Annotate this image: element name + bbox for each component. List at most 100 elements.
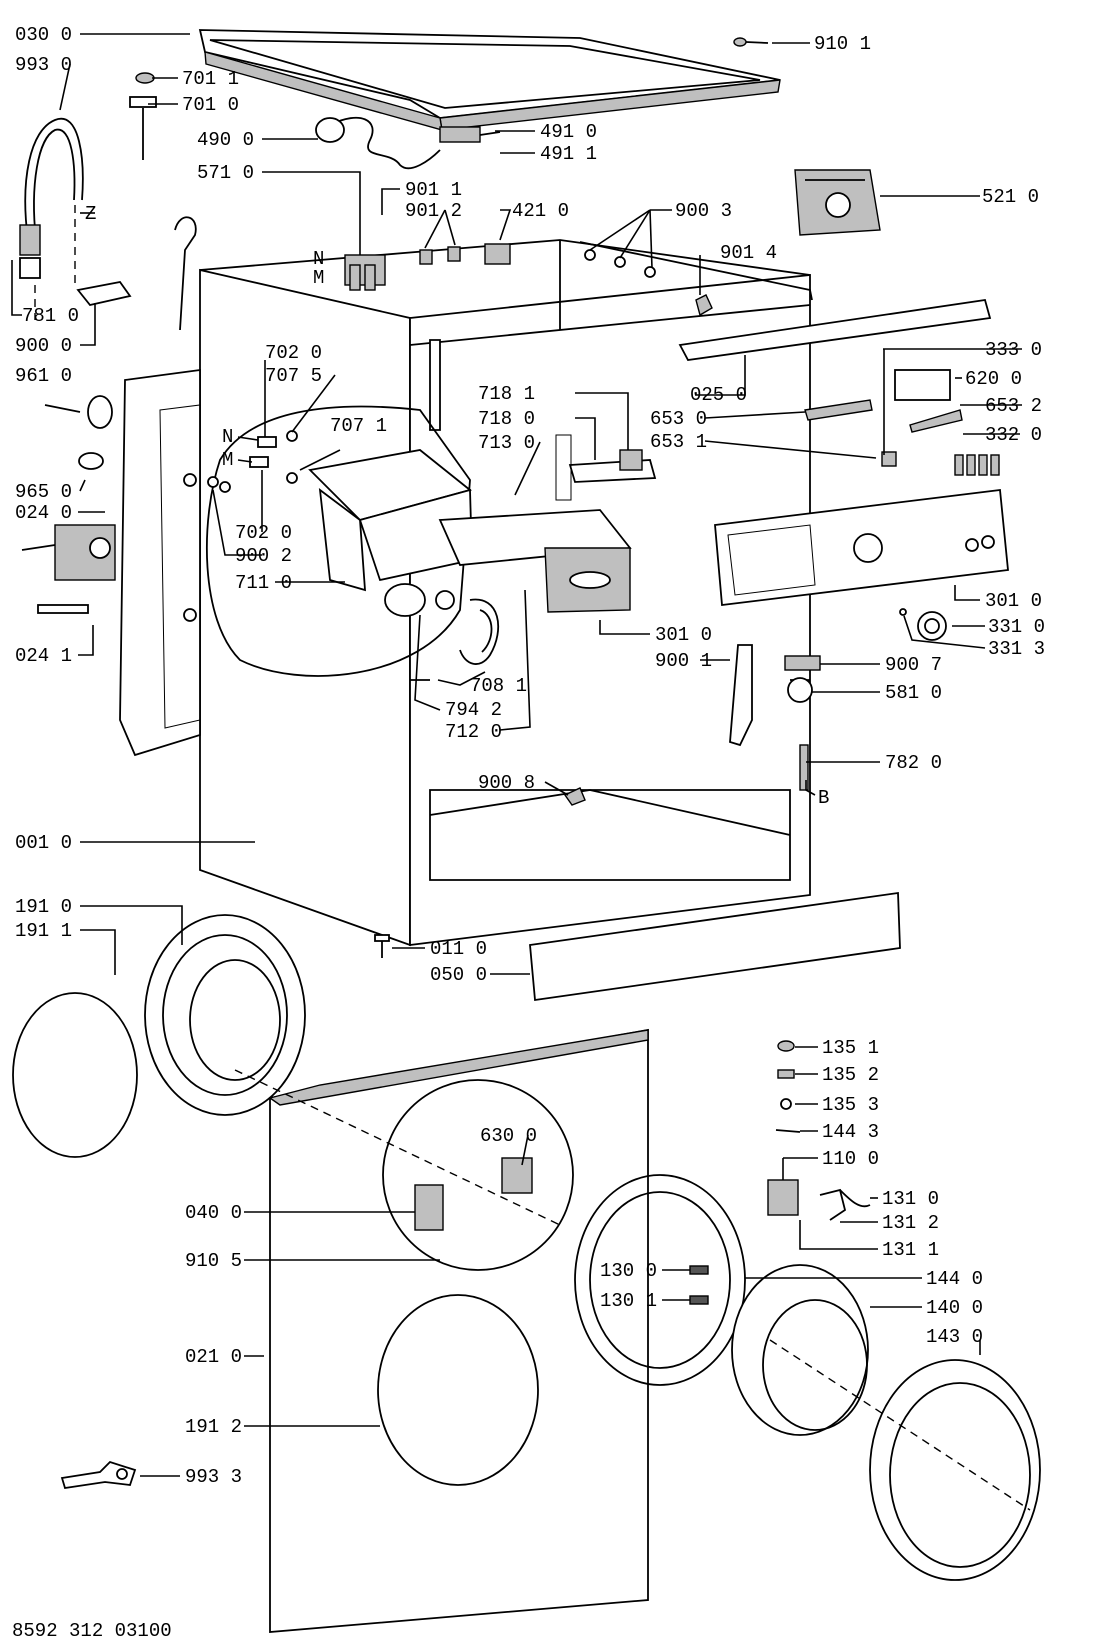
label-490-0: 490 0 (197, 129, 254, 151)
label-901-4: 901 4 (720, 242, 777, 264)
label-131-1: 131 1 (882, 1239, 939, 1261)
label-713-0: 713 0 (478, 432, 535, 454)
label-024-0: 024 0 (15, 502, 72, 524)
label-331-3: 331 3 (988, 638, 1045, 660)
drawing-number: 8592 312 03100 (12, 1620, 172, 1642)
label-144-3: 144 3 (822, 1121, 879, 1143)
label-653-1: 653 1 (650, 431, 707, 453)
door-glass (731, 1264, 869, 1436)
label-491-0: 491 0 (540, 121, 597, 143)
control-rail (678, 298, 992, 361)
label-782-0: 782 0 (885, 752, 942, 774)
label-653-2: 653 2 (985, 395, 1042, 417)
label-332-0: 332 0 (985, 424, 1042, 446)
door-frame (574, 1174, 746, 1386)
label-491-1: 491 1 (540, 143, 597, 165)
label-130-1: 130 1 (600, 1290, 657, 1312)
label-521-0: 521 0 (982, 186, 1039, 208)
part-drawings (12, 29, 1041, 1633)
key-tool (60, 1460, 137, 1490)
label-135-3: 135 3 (822, 1094, 879, 1116)
label-131-0: 131 0 (882, 1188, 939, 1210)
label-707-1: 707 1 (330, 415, 387, 437)
label-653-0: 653 0 (650, 408, 707, 430)
drain-filter (44, 395, 113, 470)
label-331-0: 331 0 (988, 616, 1045, 638)
label-711-0: 711 0 (235, 572, 292, 594)
label-135-2: 135 2 (822, 1064, 879, 1086)
fixings (419, 243, 713, 317)
label-901-1: 901 1 (405, 179, 462, 201)
label-191-1: 191 1 (15, 920, 72, 942)
leader-lines (11, 33, 1022, 1477)
label-901-2: 901 2 (405, 200, 462, 222)
plinth (529, 891, 901, 1002)
label-794-2: 794 2 (445, 699, 502, 721)
label-131-2: 131 2 (882, 1212, 939, 1234)
outer-door (769, 1339, 1041, 1581)
label-n-top: N (313, 248, 324, 270)
internal-group-outline (205, 405, 471, 677)
label-900-8: 900 8 (478, 772, 535, 794)
label-708-1: 708 1 (470, 675, 527, 697)
dispenser-drawer (438, 434, 657, 613)
control-panel (714, 488, 1009, 607)
part-labels: 030 0 993 0 701 1 701 0 910 1 490 0 491 … (12, 24, 1045, 1642)
plinth-screw (374, 934, 390, 958)
label-900-3: 900 3 (675, 200, 732, 222)
label-001-0: 001 0 (15, 832, 72, 854)
label-961-0: 961 0 (15, 365, 72, 387)
inlet-hose (19, 117, 84, 320)
label-m-top: M (313, 267, 324, 289)
label-144-0: 144 0 (926, 1268, 983, 1290)
door-gasket (12, 914, 306, 1158)
programmer-module (794, 169, 881, 236)
label-301-0-drawer: 301 0 (655, 624, 712, 646)
label-140-0: 140 0 (926, 1297, 983, 1319)
knob (899, 608, 947, 641)
label-135-1: 135 1 (822, 1037, 879, 1059)
label-m-mid: M (222, 449, 233, 471)
label-191-2: 191 2 (185, 1416, 242, 1438)
label-702-0-a: 702 0 (265, 342, 322, 364)
label-781-0: 781 0 (22, 305, 79, 327)
electronics (804, 369, 1000, 476)
top-screw (733, 37, 769, 47)
hinge-parts (767, 1040, 871, 1221)
cord-clamp (439, 126, 501, 143)
label-712-0: 712 0 (445, 721, 502, 743)
hose-bracket (76, 281, 132, 307)
label-707-5: 707 5 (265, 365, 322, 387)
label-024-1: 024 1 (15, 645, 72, 667)
label-333-0: 333 0 (985, 339, 1042, 361)
pump (21, 524, 116, 614)
label-718-1: 718 1 (478, 383, 535, 405)
label-z: Z (85, 203, 96, 225)
valve-knob (129, 72, 157, 160)
label-n-mid: N (222, 426, 233, 448)
label-421-0: 421 0 (512, 200, 569, 222)
label-701-1: 701 1 (182, 68, 239, 90)
label-050-0: 050 0 (430, 964, 487, 986)
bottom-clip (563, 787, 586, 806)
label-130-0: 130 0 (600, 1260, 657, 1282)
label-021-0: 021 0 (185, 1346, 242, 1368)
label-910-5: 910 5 (185, 1250, 242, 1272)
label-110-0: 110 0 (822, 1148, 879, 1170)
label-993-3: 993 3 (185, 1466, 242, 1488)
rear-panel (119, 368, 201, 757)
power-cord (329, 116, 441, 170)
pressure-switch (784, 655, 821, 791)
label-702-0-b: 702 0 (235, 522, 292, 544)
label-993-0: 993 0 (15, 54, 72, 76)
label-910-1: 910 1 (814, 33, 871, 55)
label-011-0: 011 0 (430, 938, 487, 960)
top-cover (198, 29, 781, 131)
inlet-pipe (174, 216, 197, 331)
label-025-0: 025 0 (690, 384, 747, 406)
plug (315, 117, 345, 143)
label-143-0: 143 0 (926, 1326, 983, 1348)
side-bracket (729, 644, 753, 747)
label-900-0: 900 0 (15, 335, 72, 357)
label-030-0: 030 0 (15, 24, 72, 46)
